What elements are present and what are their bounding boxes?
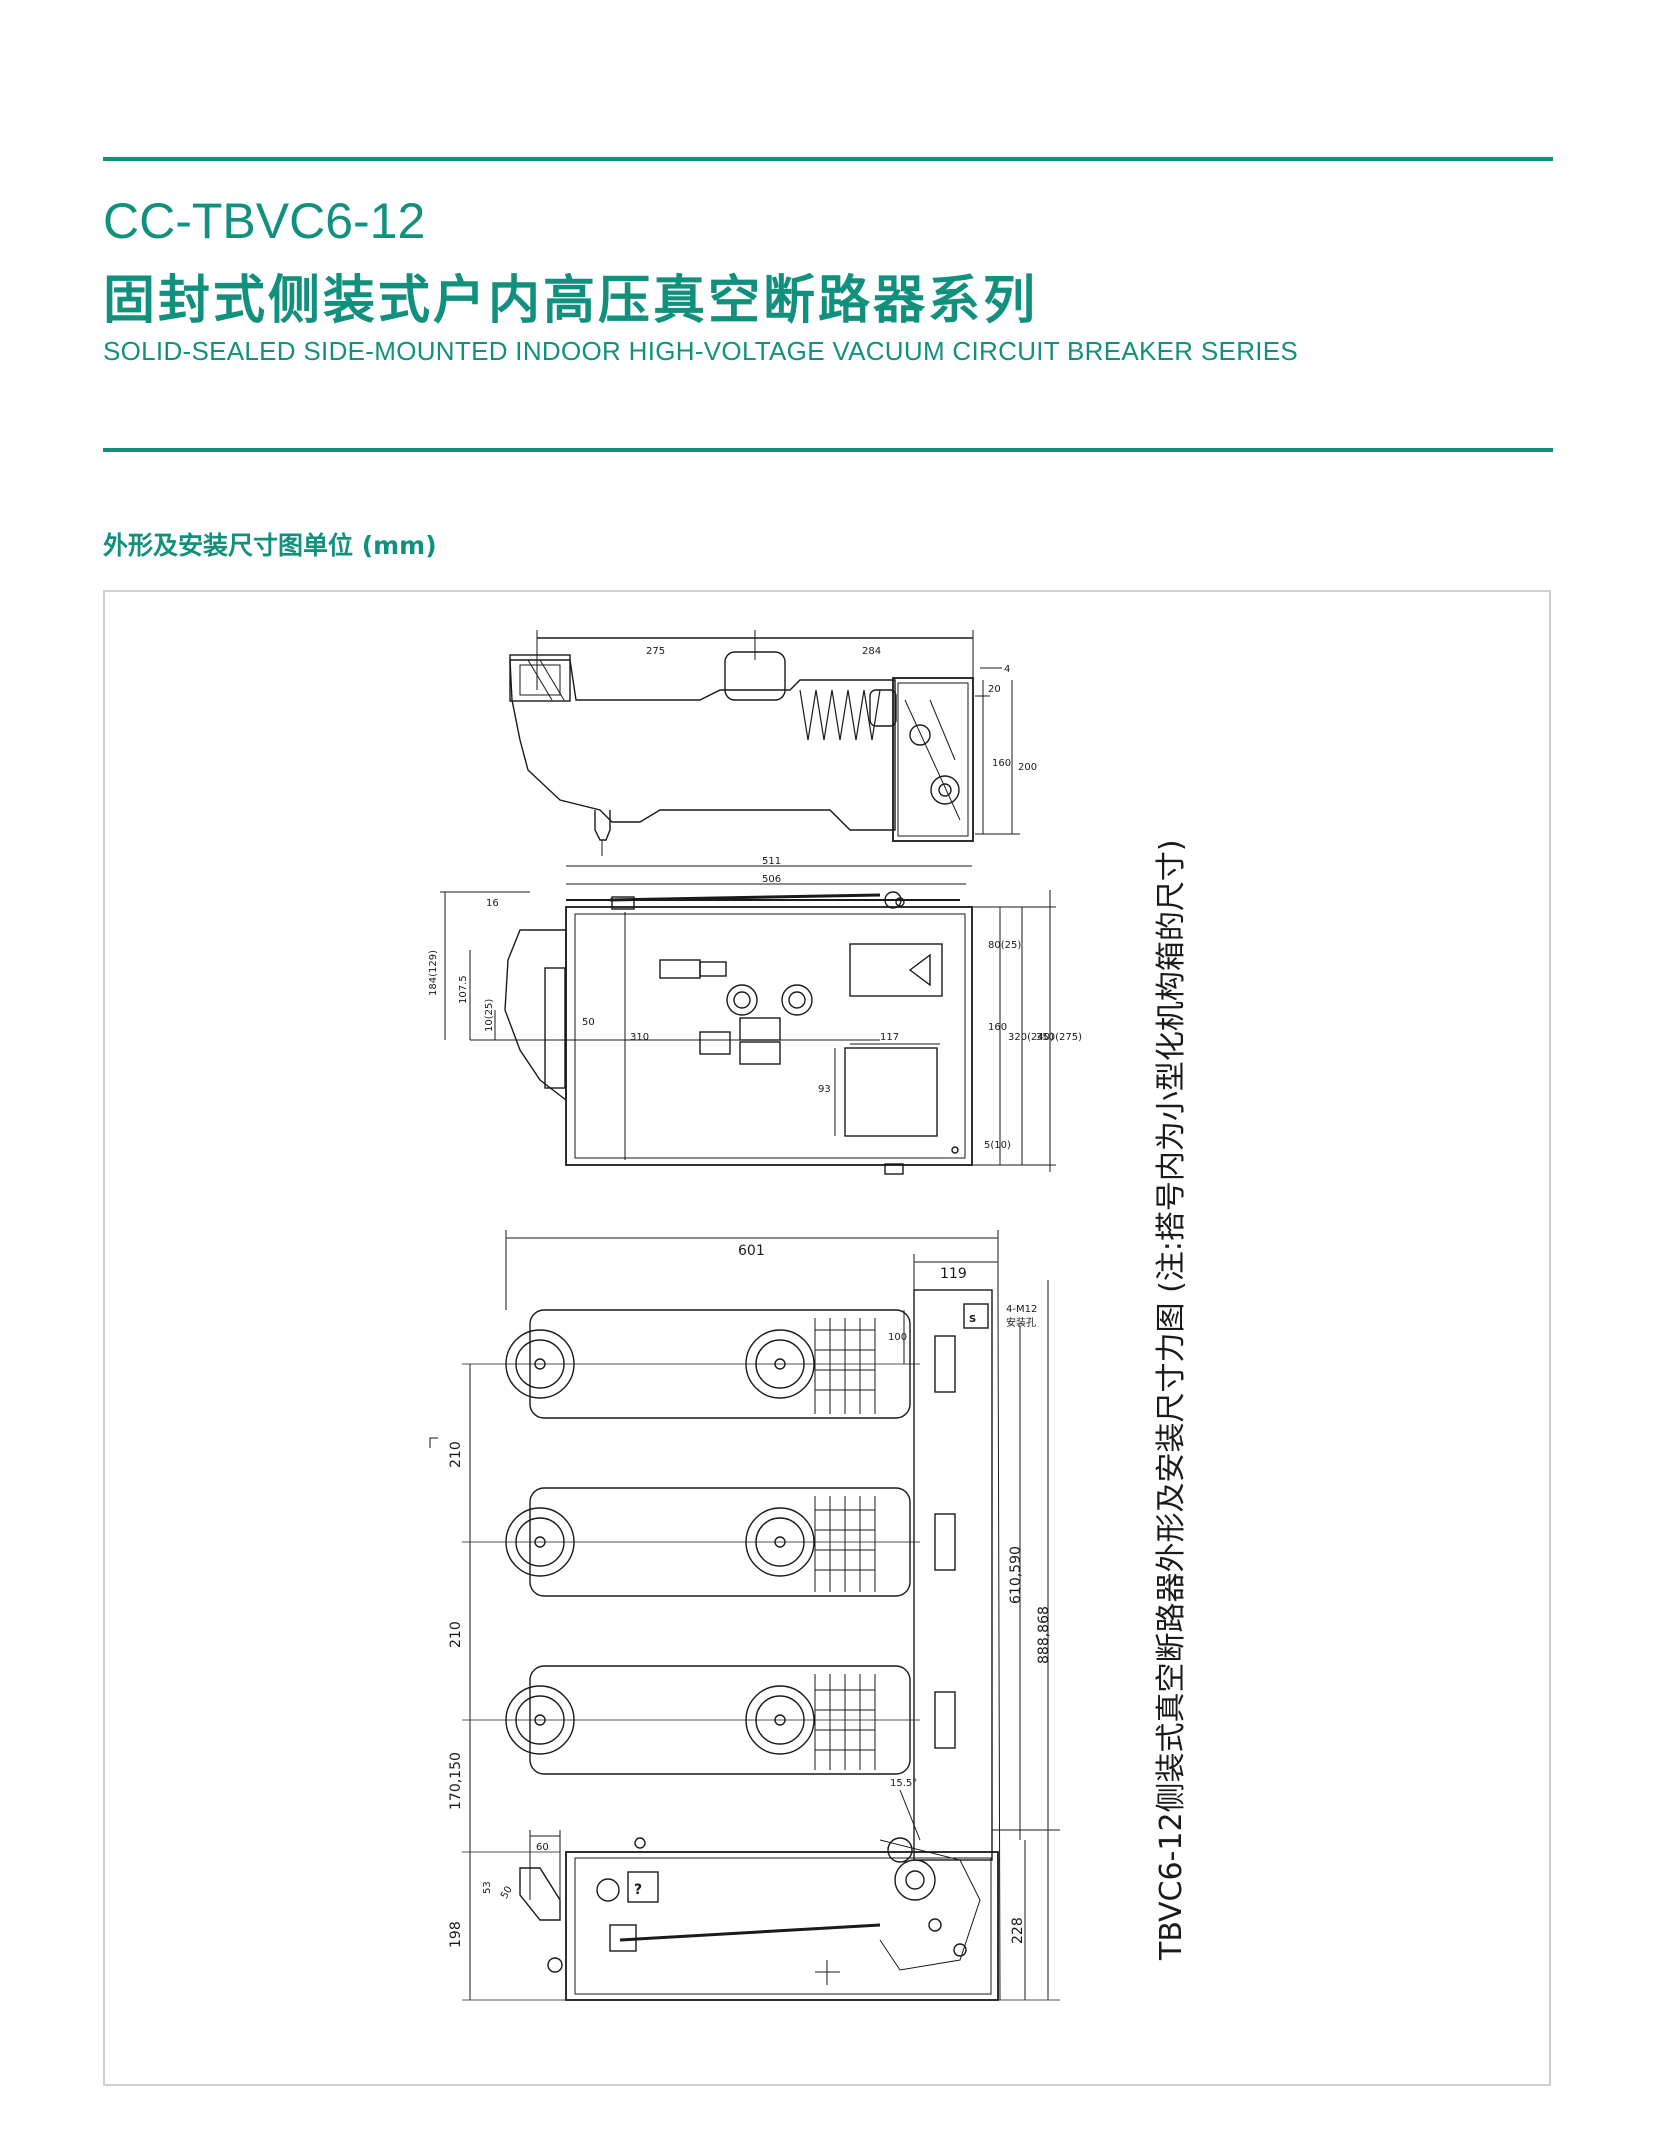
dim-front-601: 601 [738,1243,765,1259]
dim-front-198: 198 [448,1921,464,1948]
dim-top-511: 511 [762,856,781,867]
dim-front-888: 888,868 [1036,1606,1052,1664]
header-top-rule [103,157,1553,161]
dim-front-119: 119 [940,1266,967,1282]
title-chinese: 固封式侧装式户内高压真空断路器系列 [103,271,1039,331]
top-view: 511 506 16 184(129) 107.5 10(25) [428,856,1082,1175]
front-view: 601 119 [429,1230,1060,2001]
dim-front-hole: 安装孔 [1006,1316,1036,1329]
dim-front-100: 100 [888,1332,907,1343]
dim-front-228: 228 [1010,1917,1026,1944]
header-bottom-rule [103,448,1553,452]
dim-side-284: 284 [862,646,881,657]
dim-side-200: 200 [1018,762,1037,773]
dim-side-20: 20 [988,684,1001,695]
dim-top-350: 350(275) [1036,1032,1082,1043]
dim-top-506: 506 [762,874,781,885]
dim-top-5: 5(10) [984,1140,1011,1151]
dim-front-53: 53 [482,1881,493,1894]
dim-top-320: 320(240) [1008,1032,1054,1043]
dim-front-210b: 210 [448,1621,464,1648]
dim-front-50: 50 [499,1884,515,1901]
section-heading: 外形及安装尺寸图单位 (mm) [103,531,437,560]
dim-front-angle: 15.5° [890,1778,917,1789]
dim-side-160: 160 [992,758,1011,769]
dim-top-160: 160 [988,1022,1007,1033]
dim-top-10: 10(25) [484,999,495,1032]
dim-front-210a: 210 [448,1441,464,1468]
dim-top-117: 117 [880,1032,899,1043]
dim-top-93: 93 [818,1084,831,1095]
dim-side-4: 4 [1004,664,1010,675]
drawing-frame [103,590,1551,2086]
side-view: 275 284 20 160 200 4 [509,630,1037,856]
dim-top-310: 310 [630,1032,649,1043]
dim-top-16: 16 [486,898,499,909]
model-title: CC-TBVC6-12 [103,193,426,249]
dim-top-107: 107.5 [458,975,469,1004]
dim-front-170: 170,150 [448,1752,464,1810]
svg-text:?: ? [634,1882,642,1898]
title-english: SOLID-SEALED SIDE-MOUNTED INDOOR HIGH-VO… [103,336,1299,366]
dim-front-610: 610,590 [1008,1546,1024,1604]
dim-front-4m12: 4-M12 [1006,1304,1037,1315]
dim-top-184: 184(129) [428,950,439,996]
dim-top-80: 80(25) [988,940,1021,951]
dim-front-60: 60 [536,1842,549,1853]
svg-text:S: S [969,1314,976,1325]
dim-top-50: 50 [582,1017,595,1028]
drawing-caption: TBVC6-12侧装式真空断路器外形及安装尺寸力图 (注:搭号内为小型化机构箱的… [1154,839,1189,1960]
dim-side-275: 275 [646,646,665,657]
